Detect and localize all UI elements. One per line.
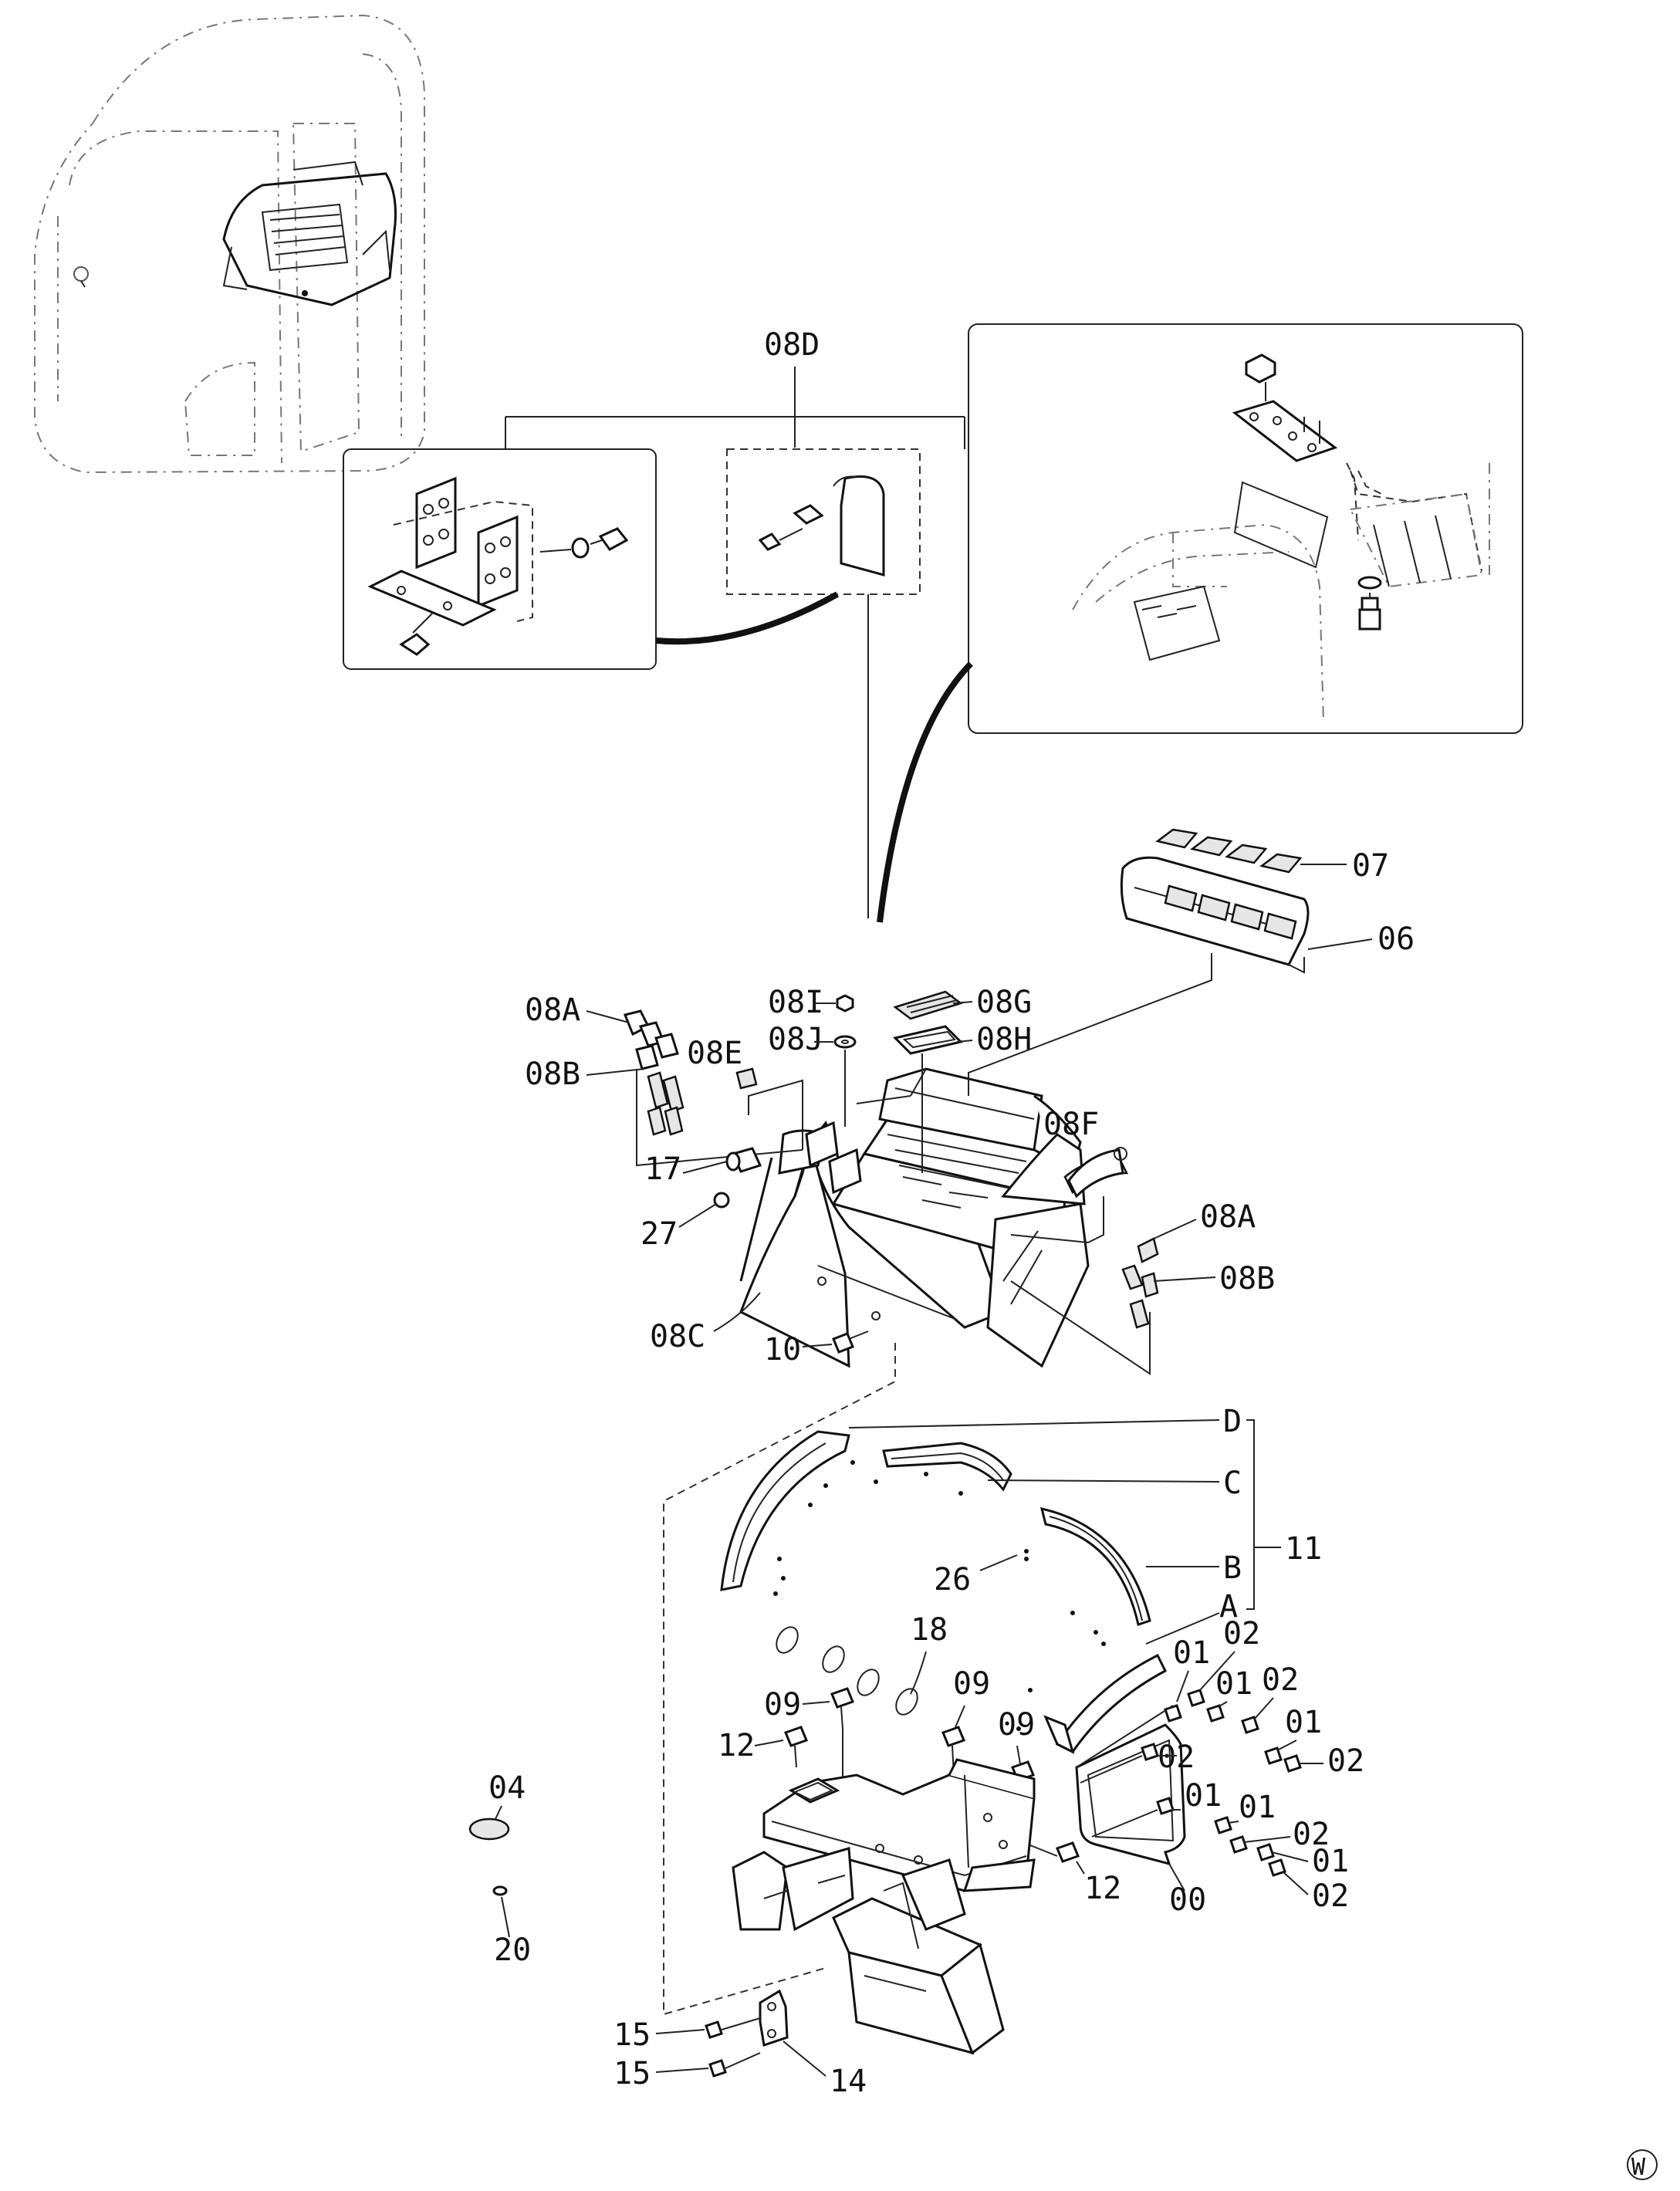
label-02-c: 02 [1327,1743,1364,1779]
label-04: 04 [488,1770,526,1806]
label-27: 27 [641,1216,678,1252]
part-10-bolt [832,1332,854,1354]
part-12-bolt-a [784,1726,808,1768]
label-12-b: 12 [1084,1871,1121,1906]
label-08J: 08J [768,1022,823,1057]
label-09-a: 09 [764,1687,801,1723]
label-14: 14 [830,2064,867,2099]
part-00-cover [1075,1723,1186,1866]
part-11B-rail [1039,1506,1151,1626]
part-27 [713,1192,730,1209]
label-08B-left: 08B [525,1057,580,1092]
part-04-cap [468,1817,510,1841]
part-06-07-switch-panel [1120,828,1310,974]
label-08A-left: 08A [525,992,580,1028]
part-11A-rail [1043,1653,1167,1754]
label-10: 10 [764,1332,801,1368]
label-06: 06 [1377,921,1415,957]
corner-mark-letter: W [1631,2154,1646,2181]
label-09-c: 09 [998,1707,1035,1743]
part-08E [735,1067,758,1090]
corner-mark-icon [1627,2149,1658,2180]
label-02-a: 02 [1223,1616,1260,1652]
label-02-b: 02 [1262,1662,1299,1698]
label-12-a: 12 [718,1728,755,1763]
label-08E: 08E [687,1036,742,1071]
label-C: C [1223,1466,1242,1501]
label-08G: 08G [976,985,1032,1020]
connector-08D [655,591,839,645]
part-11C-rail [882,1442,1012,1492]
label-20: 20 [494,1932,531,1968]
label-26: 26 [934,1562,971,1598]
detail-box-tray [968,323,1523,734]
part-18-cable-ties [776,1626,918,1716]
label-A: A [1219,1589,1238,1625]
part-08J [833,1035,857,1049]
connector-tray [877,661,973,923]
label-08C: 08C [650,1319,705,1354]
label-08F: 08F [1043,1107,1099,1142]
seat-stand-main [739,1067,1090,1368]
label-D: D [1223,1404,1242,1439]
part-08B-left [647,1071,685,1136]
label-01-f: 01 [1312,1844,1349,1879]
label-08A-right: 08A [1200,1199,1256,1235]
part-11D-rail [720,1430,850,1591]
label-15-b: 15 [614,2056,651,2091]
cab-seat-stand-thumbnail [222,161,397,306]
part-08I [836,994,854,1013]
label-08B-right: 08B [1219,1261,1275,1297]
label-15-a: 15 [614,2017,651,2053]
label-01-e: 01 [1239,1790,1276,1825]
part-15-bolt-a [705,2020,723,2039]
cab-overview [34,14,425,474]
part-20-washer [492,1885,508,1896]
label-00: 00 [1169,1882,1206,1918]
part-26-screws [773,1460,1106,1731]
label-18: 18 [911,1612,948,1648]
part-15-bolt-b [708,2059,727,2078]
label-17: 17 [644,1151,681,1187]
label-11: 11 [1285,1531,1322,1567]
label-01-a: 01 [1173,1635,1210,1671]
door-handle-icon [73,266,89,282]
part-09-bolt-a [830,1687,854,1729]
label-01-c: 01 [1285,1705,1322,1740]
detail-box-08D [726,448,921,595]
label-B: B [1223,1550,1242,1586]
label-01-b: 01 [1215,1666,1252,1702]
label-01-d: 01 [1185,1778,1222,1814]
part-08A-right [1137,1237,1159,1263]
label-02-e: 02 [1293,1817,1330,1852]
label-02-d: 02 [1158,1740,1195,1775]
part-12-bolt-b [1056,1841,1080,1863]
label-09-b: 09 [953,1666,990,1702]
detail-box-plates [343,448,657,670]
part-14-bracket [759,1989,789,2047]
label-07: 07 [1352,848,1389,884]
base-frame [732,1758,1036,2055]
label-02-f: 02 [1312,1878,1349,1914]
label-08D: 08D [764,327,820,363]
part-08B-right [1121,1264,1159,1329]
part-08A-left [623,1009,679,1070]
